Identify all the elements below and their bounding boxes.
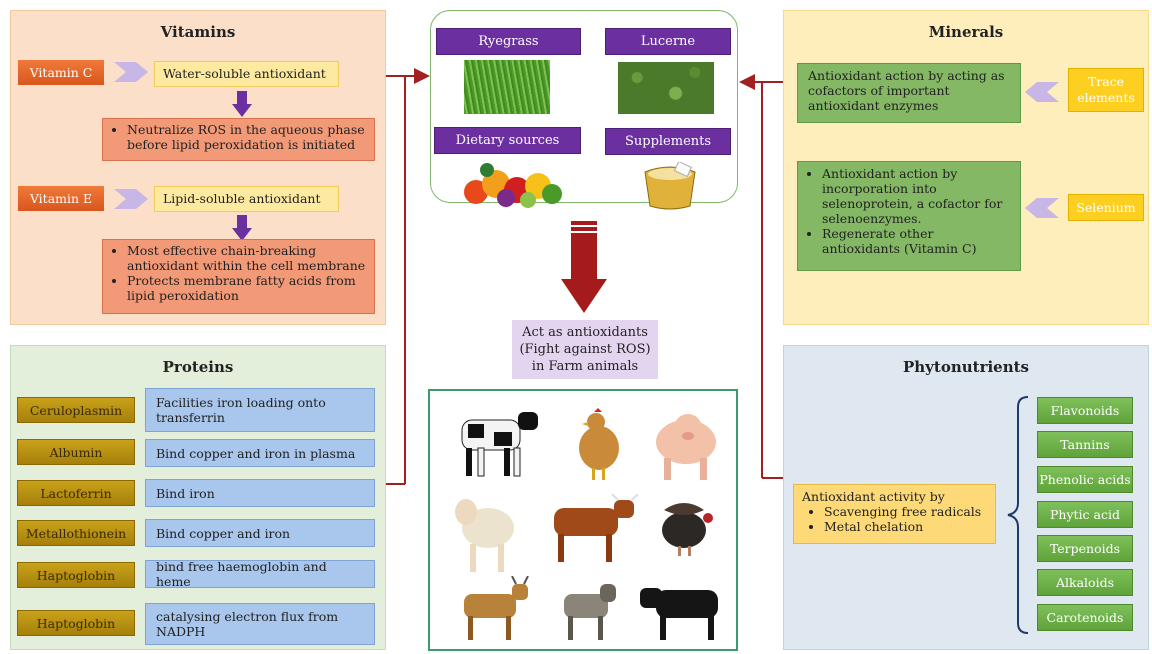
phyto-item: Alkaloids: [1037, 569, 1133, 596]
phyto-item: Phytic acid: [1037, 501, 1133, 528]
brown-cow-image: [554, 494, 638, 562]
protein-name: Lactoferrin: [17, 480, 135, 506]
sheep-image: [455, 499, 514, 572]
supplements-image: [644, 162, 696, 210]
goat-image: [464, 576, 529, 640]
fruits-image: [464, 163, 562, 208]
protein-desc: Bind copper and iron in plasma: [145, 439, 375, 467]
hen-image: [579, 408, 619, 480]
protein-name: Haptoglobin: [17, 610, 135, 636]
protein-name: Albumin: [17, 439, 135, 465]
supplements-label: Supplements: [605, 128, 731, 155]
phyto-activity-point: Scavenging free radicals: [824, 504, 987, 519]
cow-image: [461, 412, 538, 477]
phyto-activity-title: Antioxidant activity by: [802, 489, 945, 504]
phyto-activity-point: Metal chelation: [824, 519, 987, 534]
vitamin-e-points: Most effective chain-breaking antioxidan…: [102, 239, 375, 314]
selenium-label: Selenium: [1068, 194, 1144, 221]
vitamin-c-points: Neutralize ROS in the aqueous phase befo…: [102, 118, 375, 161]
chevron-right-icon: [114, 62, 148, 82]
minerals-title: Minerals: [928, 23, 1004, 41]
vitamin-e-point: Most effective chain-breaking antioxidan…: [127, 243, 366, 273]
pig-image: [656, 414, 716, 480]
protein-desc: Bind copper and iron: [145, 519, 375, 547]
protein-desc: Bind iron: [145, 479, 375, 507]
selenium-point: Antioxidant action by incorporation into…: [822, 166, 1012, 226]
vitamin-e-label: Vitamin E: [18, 186, 104, 211]
phyto-item: Tannins: [1037, 431, 1133, 458]
act-as-antioxidants-box: Act as antioxidants (Fight against ROS) …: [512, 320, 658, 379]
buffalo-image: [564, 584, 616, 640]
lucerne-label: Lucerne: [605, 28, 731, 55]
protein-name: Haptoglobin: [17, 562, 135, 588]
chevron-left-icon: [1025, 198, 1059, 218]
vitamin-c-type: Water-soluble antioxidant: [154, 61, 339, 87]
ryegrass-label: Ryegrass: [436, 28, 581, 55]
vitamin-e-type: Lipid-soluble antioxidant: [154, 186, 339, 212]
protein-name: Metallothionein: [17, 520, 135, 546]
vitamin-c-point: Neutralize ROS in the aqueous phase befo…: [127, 122, 366, 152]
dietary-sources-label: Dietary sources: [434, 127, 581, 154]
phyto-item: Carotenoids: [1037, 604, 1133, 631]
ryegrass-image: [464, 60, 550, 114]
trace-elements-label: Trace elements: [1068, 68, 1144, 112]
lucerne-image: [618, 62, 714, 114]
arrow-down-icon: [232, 91, 252, 117]
protein-desc: Facilities iron loading onto transferrin: [145, 388, 375, 432]
phyto-item: Terpenoids: [1037, 535, 1133, 562]
selenium-point: Regenerate other antioxidants (Vitamin C…: [822, 226, 1012, 256]
selenium-points: Antioxidant action by incorporation into…: [797, 161, 1021, 271]
protein-desc: bind free haemoglobin and heme: [145, 559, 375, 589]
vitamin-e-point: Protects membrane fatty acids from lipid…: [127, 273, 366, 303]
protein-name: Ceruloplasmin: [17, 397, 135, 423]
vitamin-c-label: Vitamin C: [18, 60, 104, 85]
chevron-left-icon: [1025, 82, 1059, 102]
turkey-image: [662, 503, 713, 556]
phyto-item: Phenolic acids: [1037, 466, 1133, 493]
big-arrow-down-icon: [561, 221, 607, 313]
proteins-title: Proteins: [162, 358, 234, 376]
bull-image: [640, 588, 718, 640]
protein-desc: catalysing electron flux from NADPH: [145, 603, 375, 645]
chevron-right-icon: [114, 189, 148, 209]
trace-elements-desc: Antioxidant action by acting as cofactor…: [797, 63, 1021, 123]
bracket-icon: [1007, 396, 1029, 634]
phytonutrients-title: Phytonutrients: [903, 358, 1029, 376]
phyto-activity-box: Antioxidant activity by Scavenging free …: [793, 484, 996, 544]
arrow-down-icon: [232, 215, 252, 241]
phyto-item: Flavonoids: [1037, 397, 1133, 424]
vitamins-title: Vitamins: [160, 23, 236, 41]
